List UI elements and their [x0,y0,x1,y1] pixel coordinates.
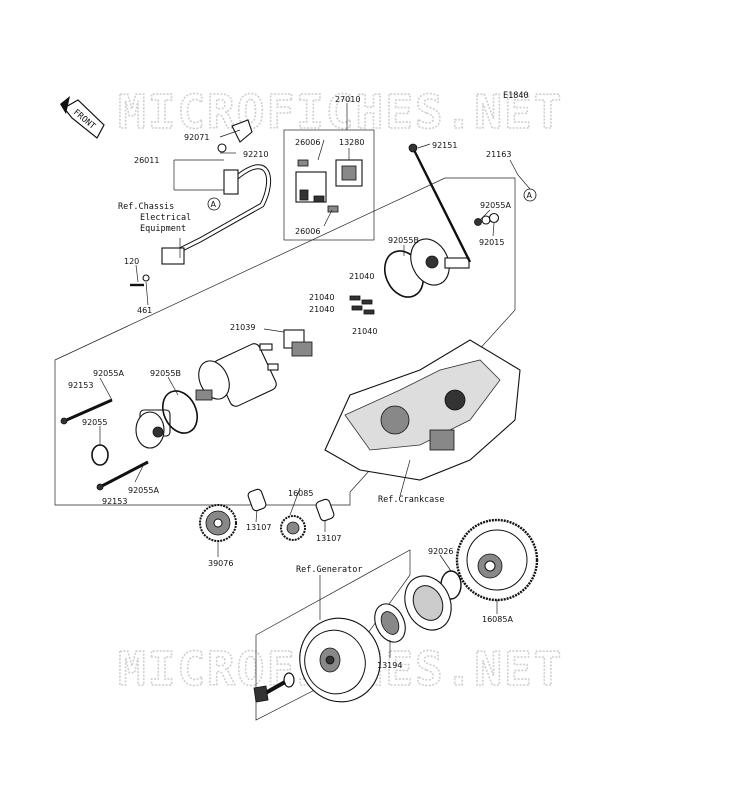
ref-chassis-line1: Ref.Chassis [118,202,174,212]
label-26006-a: 26006 [295,138,320,147]
callout-a-right: A [523,188,537,202]
label-27010: 27010 [335,95,360,104]
leader-lines [99,103,531,658]
ref-chassis-line3: Equipment [140,224,186,234]
label-39076: 39076 [208,559,233,568]
svg-text:A: A [527,191,533,200]
starter-gear-16085A [455,518,539,602]
bolt-92153-bottom [96,460,149,491]
starter-end-cover [410,238,470,286]
label-13107-a: 13107 [246,523,271,532]
label-26006-b: 26006 [295,227,320,236]
label-92055B-top: 92055B [388,236,419,245]
label-16085A: 16085A [482,615,513,624]
label-21040-b: 21040 [309,293,334,302]
label-21039: 21039 [230,323,255,332]
idle-gear-16085 [280,515,306,541]
front-arrow-icon: FRONT [60,96,105,139]
relay-group-box [283,129,375,241]
label-92026: 92026 [428,547,453,556]
label-21163: 21163 [486,150,511,159]
starter-cable-26011 [161,164,272,265]
relay-13280 [295,159,363,213]
bearing-13194 [374,603,406,643]
rotor-washer [283,672,295,688]
reference-labels: Ref.Chassis Electrical Equipment Ref.Cra… [118,202,445,575]
bolt-92153-top [60,398,113,425]
brush-holder-21039 [259,329,313,371]
rotor-bolt [253,680,286,703]
label-13194: 13194 [377,661,402,670]
part-labels: 27010 92071 13280 26006 92210 26011 2600… [68,95,513,670]
washer-461 [142,274,150,282]
label-92210: 92210 [243,150,268,159]
label-92055B-left: 92055B [150,369,181,378]
label-21040-c: 21040 [309,305,334,314]
label-92055: 92055 [82,418,107,427]
label-92151: 92151 [432,141,457,150]
label-461: 461 [137,306,152,315]
label-13107-b: 13107 [316,534,341,543]
label-120: 120 [124,257,139,266]
brushes-21040 [349,295,375,315]
label-92153-top: 92153 [68,381,93,390]
shaft-13107-a [247,488,267,512]
washer-92015 [488,212,500,224]
label-92153-bottom: 92153 [102,497,127,506]
shaft-13107-b [315,498,335,522]
svg-text:A: A [211,200,217,209]
diagram-code: E1840 [503,91,529,101]
label-92071: 92071 [184,133,209,142]
label-13280: 13280 [339,138,364,147]
generator-group-outline [255,549,411,721]
ref-generator: Ref.Generator [296,565,363,575]
starter-motor [135,343,277,449]
ref-crankcase: Ref.Crankcase [378,495,445,505]
o-ring-92055B-left [161,390,199,434]
terminal-cap-92071 [217,119,253,153]
washer-92055A-top [474,218,482,226]
ref-chassis-line2: Electrical [140,213,191,223]
bolt-92151 [408,143,472,263]
o-ring-92055 [91,444,109,466]
label-16085: 16085 [288,489,313,498]
label-26011: 26011 [134,156,159,165]
one-way-clutch [404,575,452,631]
idle-gear-39076 [199,504,237,542]
label-92055A-bottom: 92055A [128,486,159,495]
flywheel-rotor [299,617,381,703]
label-21040-d: 21040 [352,327,377,336]
label-21040-a: 21040 [349,272,374,281]
label-92055A-top: 92055A [480,201,511,210]
callout-a-left: A [207,197,221,211]
watermark-top: MICROFICHES.NET [118,85,563,139]
label-92055A-left: 92055A [93,369,124,378]
label-92015: 92015 [479,238,504,247]
crankcase [324,339,521,481]
